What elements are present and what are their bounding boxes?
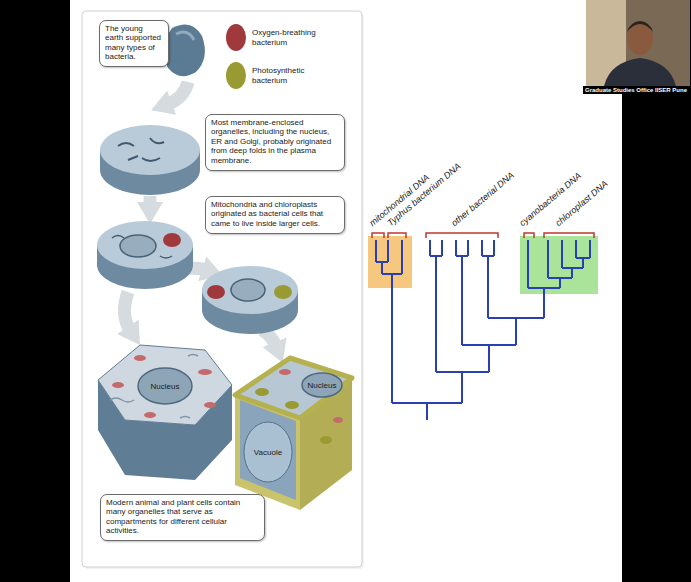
legend-entry: Oxygen-breathing bacterium xyxy=(226,24,324,51)
callout-box: The young earth supported many types of … xyxy=(99,20,169,67)
cell-top xyxy=(100,125,200,175)
callout-box: Most membrane-enclosed organelles, inclu… xyxy=(205,114,345,171)
person-head xyxy=(627,21,653,55)
cell-top xyxy=(97,221,193,269)
chloroplast xyxy=(274,285,292,299)
flow-arrow xyxy=(144,196,157,206)
part-label: Vacuole xyxy=(254,448,282,457)
organelle xyxy=(198,369,212,375)
chloroplast xyxy=(285,401,299,409)
cell-top xyxy=(202,266,298,314)
webcam-frame xyxy=(586,0,690,86)
flow-arrow xyxy=(168,82,188,104)
white-slide xyxy=(70,0,622,582)
person-hair xyxy=(627,21,653,32)
illustration-card xyxy=(82,11,362,567)
callout-box: Modern animal and plant cells contain ma… xyxy=(100,494,265,541)
organelle xyxy=(144,412,156,418)
callout-box: Mitochondria and chloroplasts originated… xyxy=(205,196,345,234)
vacuole xyxy=(244,422,292,482)
membrane-fold xyxy=(118,138,164,161)
membrane-fold xyxy=(112,236,172,259)
callout-text: The young earth supported many types of … xyxy=(105,24,163,62)
animal-cell-top xyxy=(98,345,232,425)
mitochondrion xyxy=(163,233,181,247)
organelle xyxy=(204,402,216,408)
part-label: Nucleus xyxy=(151,382,180,391)
mitochondrion xyxy=(279,369,291,375)
mitochondrion xyxy=(207,285,225,299)
flow-arrow xyxy=(124,292,130,330)
legend-swatch xyxy=(226,62,246,89)
legend-text: Oxygen-breathing bacterium xyxy=(252,28,324,47)
legend-swatch xyxy=(226,24,246,51)
nucleus xyxy=(231,279,265,301)
chloroplast xyxy=(255,388,269,396)
part-label: Nucleus xyxy=(308,381,337,390)
callout-text: Modern animal and plant cells contain ma… xyxy=(106,498,259,536)
organelle xyxy=(112,382,124,388)
callout-text: Most membrane-enclosed organelles, inclu… xyxy=(211,118,339,165)
person-body xyxy=(604,58,676,86)
highlight xyxy=(176,32,194,40)
mitochondria-clade-shade xyxy=(368,236,412,288)
nucleus xyxy=(138,368,192,404)
er xyxy=(110,355,198,419)
mitochondrion xyxy=(333,417,343,423)
webcam-caption: Graduate Studies Office IISER Pune xyxy=(583,86,689,94)
organelle xyxy=(134,355,146,361)
young-bacterium xyxy=(164,24,205,76)
legend-entry: Photosynthetic bacterium xyxy=(226,62,324,89)
legend-text: Photosynthetic bacterium xyxy=(252,66,324,85)
callout-text: Mitochondria and chloroplasts originated… xyxy=(211,200,339,228)
group-bracket xyxy=(372,233,594,238)
nucleus xyxy=(120,235,156,257)
chloroplast xyxy=(320,436,332,444)
plant-cell-top xyxy=(235,358,352,418)
nucleus xyxy=(302,373,342,397)
tree-branches xyxy=(376,240,590,420)
